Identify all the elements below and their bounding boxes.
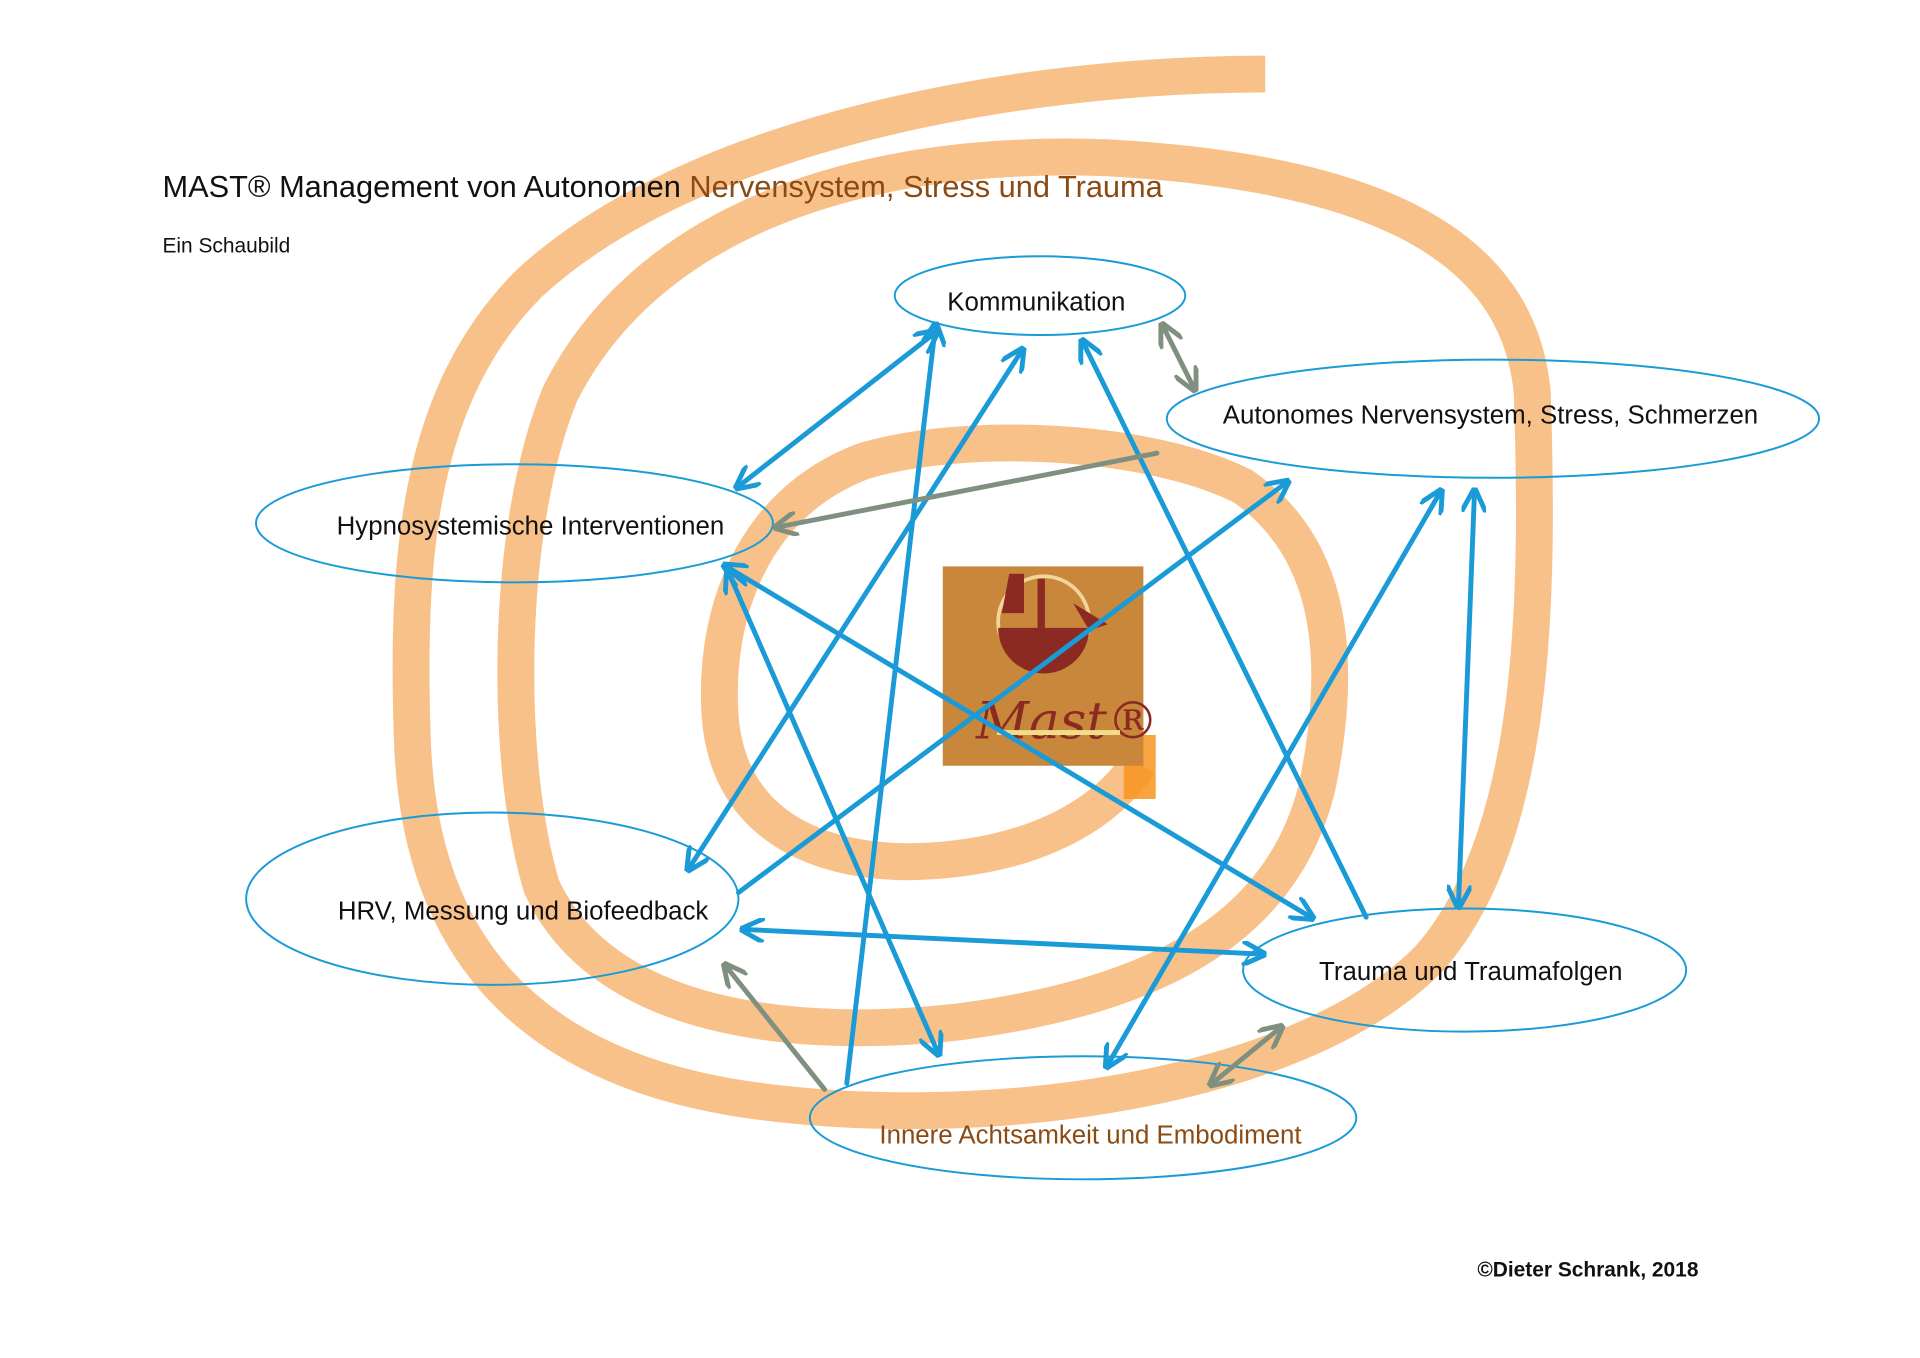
connection-arrows bbox=[689, 326, 1474, 1092]
node-trauma: Trauma und Traumafolgen bbox=[1319, 958, 1622, 986]
page-title: MAST® Management von Autonomen Nervensys… bbox=[162, 169, 1163, 204]
node-hrv: HRV, Messung und Biofeedback bbox=[338, 898, 709, 926]
copyright: ©Dieter Schrank, 2018 bbox=[1477, 1259, 1698, 1282]
svg-text:Mast®: Mast® bbox=[975, 692, 1159, 752]
node-hypno: Hypnosystemische Interventionen bbox=[337, 512, 725, 540]
node-innere-outline bbox=[808, 1055, 1358, 1181]
page-subtitle: Ein Schaubild bbox=[162, 235, 290, 258]
node-kommunikation-outline bbox=[893, 255, 1187, 336]
node-kommunikation: Kommunikation bbox=[947, 288, 1125, 316]
node-innere: Innere Achtsamkeit und Embodiment bbox=[879, 1122, 1301, 1150]
mast-logo: Mast® bbox=[942, 566, 1159, 766]
node-ans: Autonomes Nervensystem, Stress, Schmerze… bbox=[1223, 402, 1758, 430]
node-ans-outline bbox=[1165, 358, 1821, 479]
